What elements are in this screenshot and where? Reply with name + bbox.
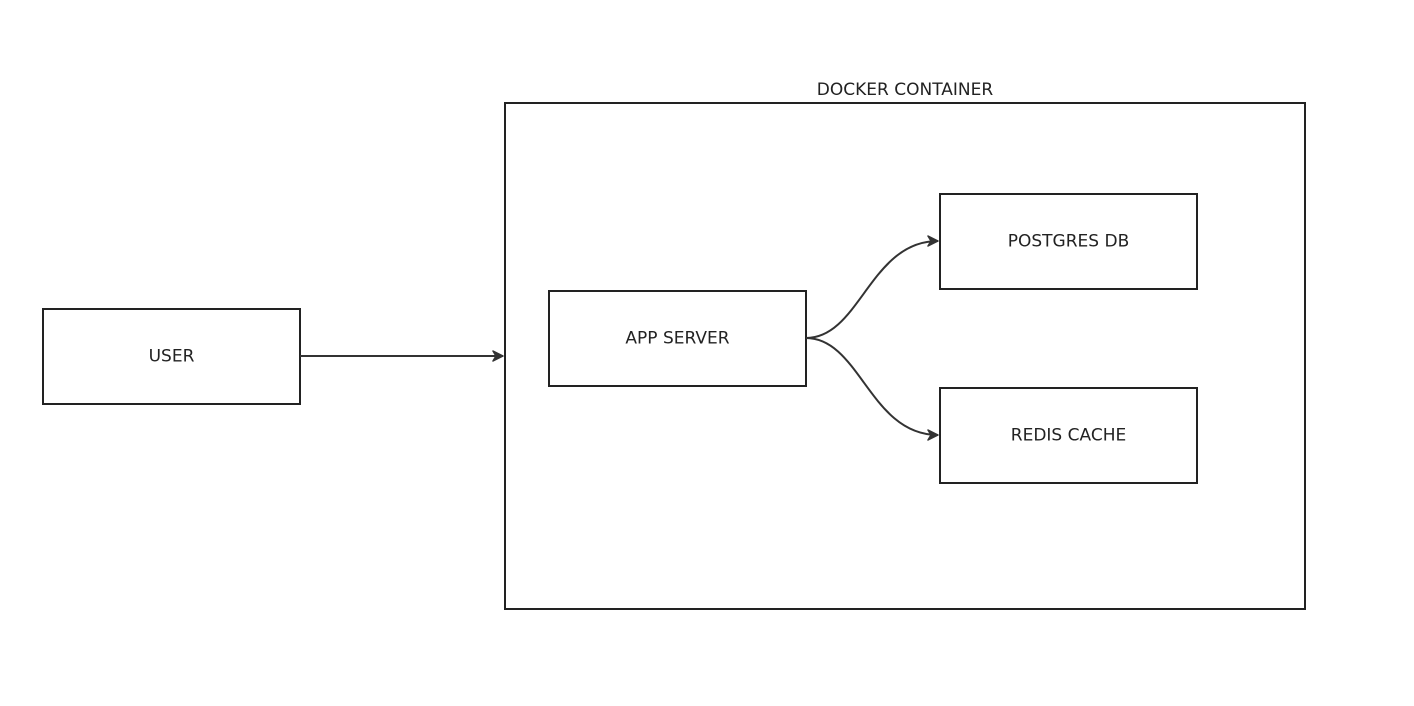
redis-cache-node[interactable]: REDIS CACHE [939,387,1198,484]
postgres-db-node[interactable]: POSTGRES DB [939,193,1198,290]
redis-cache-node-label: REDIS CACHE [1011,426,1126,446]
user-node-label: USER [149,347,195,367]
docker-container-label: DOCKER CONTAINER [817,80,994,100]
postgres-db-node-label: POSTGRES DB [1008,232,1129,252]
edge-app-server-to-redis[interactable] [805,337,939,441]
user-node[interactable]: USER [42,308,301,405]
app-server-node-label: APP SERVER [625,329,729,349]
edge-app-server-to-postgres[interactable] [805,235,939,339]
app-server-node[interactable]: APP SERVER [548,290,807,387]
